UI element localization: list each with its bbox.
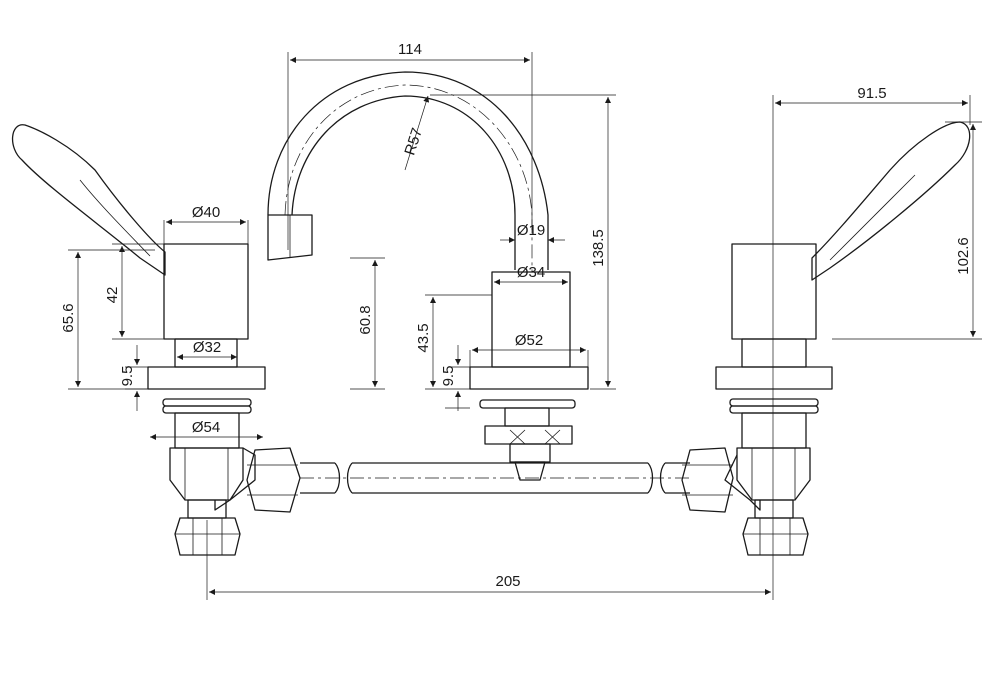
dim-handle-flange-thickness: 9.5	[119, 366, 136, 387]
left-handle-body	[163, 243, 249, 340]
dimension-lines	[68, 52, 982, 600]
left-lever	[11, 124, 166, 276]
dim-spout-body-height: 43.5	[415, 323, 432, 352]
dim-spout-radius: R57	[401, 126, 426, 157]
dim-spout-reach: 114	[398, 41, 422, 58]
dim-spout-tube-dia: Ø19	[517, 222, 545, 239]
right-handle	[681, 121, 971, 556]
spout	[267, 71, 589, 481]
dimension-labels: 114 R57 Ø19 Ø34 Ø52 138.5 60.8 43.5 9.5 …	[60, 41, 972, 590]
dim-handle-body-dia: Ø40	[192, 204, 220, 221]
dim-handle-total-height: 102.6	[955, 237, 972, 275]
dim-handle-body-height: 42	[104, 287, 121, 304]
connecting-pipes	[300, 462, 690, 494]
dim-spout-flange-dia: Ø52	[515, 332, 543, 349]
spout-body	[491, 271, 571, 368]
right-elbow	[724, 454, 761, 511]
dim-overall-width: 205	[495, 573, 520, 590]
spout-flange	[469, 366, 589, 390]
spout-outlet	[267, 214, 313, 261]
left-flange	[147, 366, 266, 390]
left-inlet-nut	[174, 517, 241, 556]
spout-outer-arc	[267, 71, 549, 270]
right-inlet-nut	[742, 517, 809, 556]
dim-spout-body-dia: Ø34	[517, 264, 545, 281]
dim-handle-stem-dia: Ø32	[193, 339, 221, 356]
dim-handle-lever-reach: 91.5	[857, 85, 886, 102]
right-lever	[811, 121, 971, 281]
dim-spout-flange-thickness: 9.5	[440, 366, 457, 387]
right-compression-nut	[681, 447, 734, 513]
dim-handle-lever-height: 65.6	[60, 303, 77, 332]
left-compression-nut	[246, 447, 301, 513]
right-flange	[715, 366, 833, 390]
spout-inner-arc	[291, 95, 516, 270]
left-elbow	[214, 447, 256, 511]
dim-handle-flange-dia: Ø54	[192, 419, 220, 436]
right-handle-body	[731, 243, 817, 340]
left-handle	[11, 124, 301, 556]
dim-spout-outlet-height: 60.8	[357, 305, 374, 334]
dim-spout-total-height: 138.5	[590, 229, 607, 267]
